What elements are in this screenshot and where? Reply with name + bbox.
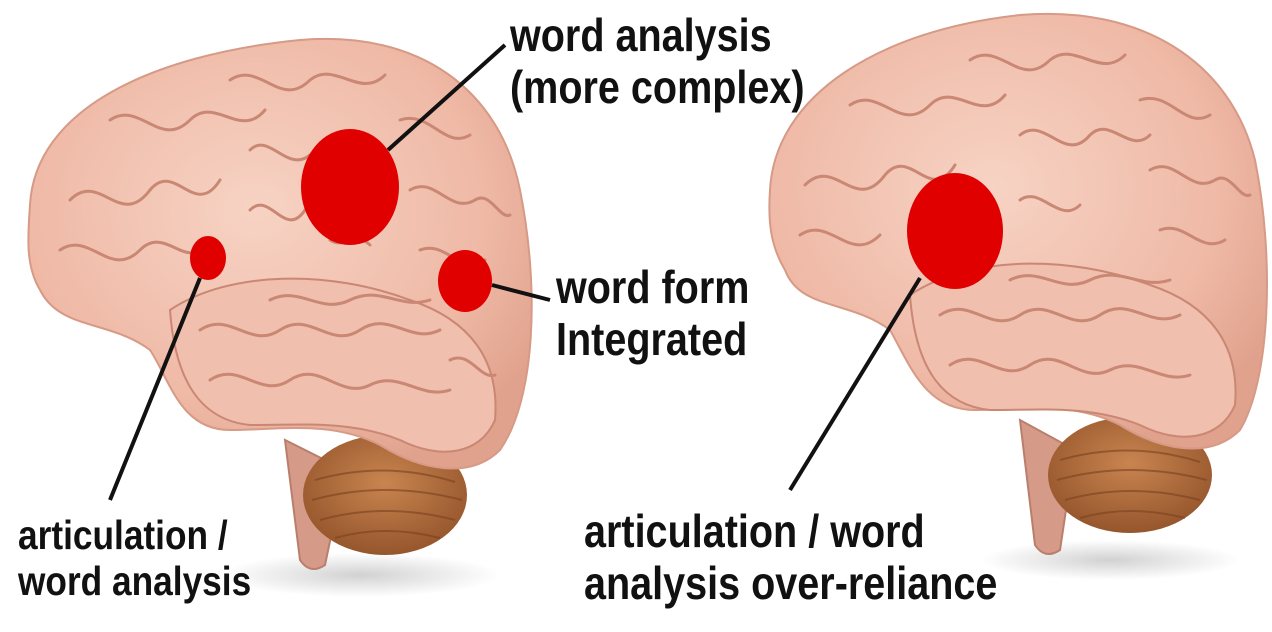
label-word-analysis-line2: (more complex) (510, 62, 805, 114)
label-word-analysis-line1: word analysis (510, 10, 805, 62)
right-brain-shadow (980, 540, 1240, 580)
label-word-form-line1: word form (556, 262, 749, 314)
right-marker-articulation (907, 173, 1003, 289)
label-word-form-integrated: word form Integrated (556, 262, 749, 365)
label-word-form-line2: Integrated (556, 314, 749, 366)
label-over-reliance-line1: articulation / word (584, 506, 997, 558)
left-brain-shadow (220, 553, 500, 597)
label-over-reliance-line2: analysis over-reliance (584, 558, 997, 610)
left-marker-articulation (190, 236, 226, 280)
label-articulation-over-reliance: articulation / word analysis over-relian… (584, 506, 997, 609)
right-brain (769, 14, 1267, 580)
left-marker-word-analysis (301, 129, 399, 245)
label-articulation-left-line2: word analysis (18, 559, 251, 605)
label-articulation-left-line1: articulation / (18, 513, 251, 559)
label-word-analysis-complex: word analysis (more complex) (510, 10, 805, 113)
label-articulation-left: articulation / word analysis (18, 513, 251, 605)
left-marker-word-form (438, 250, 492, 312)
